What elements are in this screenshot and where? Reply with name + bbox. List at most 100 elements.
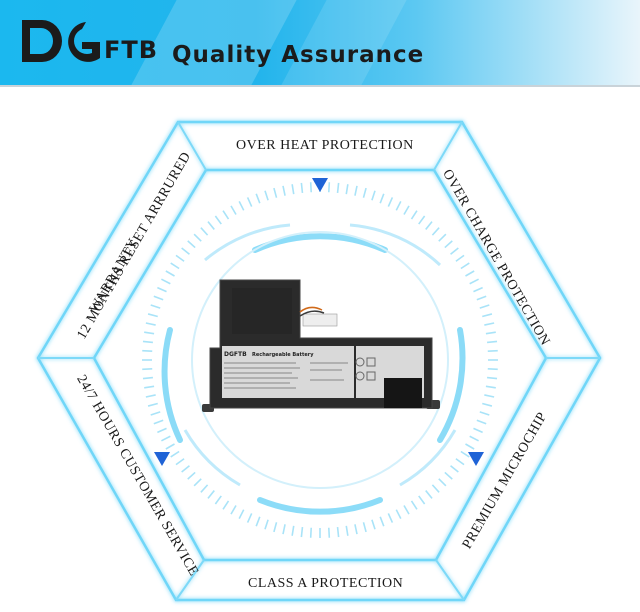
ring-tick	[207, 490, 215, 499]
ring-tick	[403, 505, 410, 515]
ring-tick	[181, 465, 190, 473]
ring-tick	[418, 495, 426, 505]
ring-tick	[345, 184, 349, 195]
ring-tick	[450, 247, 459, 255]
ring-tick	[362, 522, 367, 533]
ring-tick	[465, 443, 475, 450]
ring-tick	[157, 286, 167, 293]
ring-tick	[161, 278, 171, 285]
ring-tick	[165, 270, 175, 277]
ring-tick	[150, 411, 161, 416]
feature-over-heat-protection: OVER HEAT PROTECTION	[236, 138, 414, 153]
ring-tick	[175, 458, 185, 466]
ring-tick	[255, 516, 261, 527]
feature-class-a-protection: CLASS A PROTECTION	[248, 576, 404, 591]
ring-tick	[144, 331, 155, 335]
ring-tick	[238, 509, 245, 519]
triangle-down-icon	[468, 452, 484, 466]
ring-tick	[142, 349, 153, 353]
ring-tick	[153, 295, 164, 301]
ring-tick	[476, 295, 487, 301]
ring-tick	[300, 526, 304, 538]
ring-tick	[371, 519, 376, 530]
battery-type-label: Rechargeable Battery	[252, 352, 314, 358]
ring-tick	[354, 524, 358, 535]
ring-tick	[484, 394, 495, 398]
ring-tick	[193, 478, 202, 487]
ring-tick	[170, 262, 180, 270]
ring-tick	[291, 184, 295, 195]
ring-tick	[246, 513, 253, 523]
ring-tick	[273, 522, 278, 533]
ring-tick	[264, 519, 269, 530]
battery-image: DGFTB Rechargeable Battery	[202, 279, 440, 412]
ring-tick	[418, 215, 426, 225]
ring-tick	[336, 182, 340, 194]
ring-tick	[170, 450, 180, 458]
battery-brand-label: DGFTB	[224, 351, 247, 358]
ring-tick	[222, 210, 230, 220]
ring-tick	[327, 527, 331, 538]
logo-mark	[22, 20, 100, 62]
ring-tick	[438, 233, 447, 242]
ring-tick	[431, 484, 440, 493]
ring-tick	[425, 490, 433, 499]
ring-tick	[300, 182, 304, 194]
ring-tick	[142, 367, 153, 371]
ring-tick	[410, 500, 418, 510]
ring-tick	[362, 187, 367, 198]
ring-tick	[410, 210, 418, 220]
ring-tick	[214, 495, 222, 505]
ring-tick	[354, 185, 358, 196]
ring-tick	[193, 233, 202, 242]
ring-tick	[395, 509, 402, 519]
ring-tick	[153, 419, 164, 425]
ring-tick	[207, 221, 215, 230]
ring-tick	[455, 254, 465, 262]
ring-tick	[142, 376, 154, 380]
ring-tick	[473, 286, 483, 293]
ring-tick	[327, 182, 331, 193]
ring-tick	[187, 471, 196, 480]
ring-tick	[336, 526, 340, 538]
ring-tick	[157, 427, 167, 434]
ring-tick	[175, 254, 185, 262]
ring-tick	[469, 435, 479, 442]
ring-tick	[479, 411, 490, 416]
ring-tick	[460, 450, 470, 458]
ring-tick	[309, 527, 313, 538]
ring-tick	[255, 193, 261, 204]
ring-tick	[460, 262, 470, 270]
ring-tick	[165, 443, 175, 450]
ring-tick	[450, 465, 459, 473]
ring-tick	[431, 227, 440, 236]
ring-tick	[230, 505, 237, 515]
arc-ring	[161, 233, 466, 515]
ring-tick	[273, 187, 278, 198]
ring-tick	[309, 182, 313, 193]
ring-tick	[403, 205, 410, 215]
ring-tick	[147, 313, 158, 318]
ring-tick	[476, 419, 487, 425]
ring-tick	[161, 435, 171, 442]
ring-tick	[291, 525, 295, 536]
ring-tick	[264, 190, 269, 201]
hexagon-spokes	[38, 121, 600, 601]
ring-tick	[485, 331, 496, 335]
ring-tick	[282, 524, 286, 535]
ring-tick	[395, 201, 402, 211]
ring-tick	[487, 349, 498, 353]
triangle-down-icon	[312, 178, 328, 192]
ring-tick	[187, 240, 196, 249]
ring-tick	[465, 270, 475, 277]
ring-tick	[200, 484, 209, 493]
ring-tick	[438, 478, 447, 487]
ring-tick	[486, 340, 498, 344]
ring-tick	[142, 340, 154, 344]
ring-tick	[455, 458, 465, 466]
ring-tick	[371, 190, 376, 201]
ring-tick	[444, 471, 453, 480]
ring-tick	[486, 376, 498, 380]
ring-tick	[482, 402, 493, 407]
